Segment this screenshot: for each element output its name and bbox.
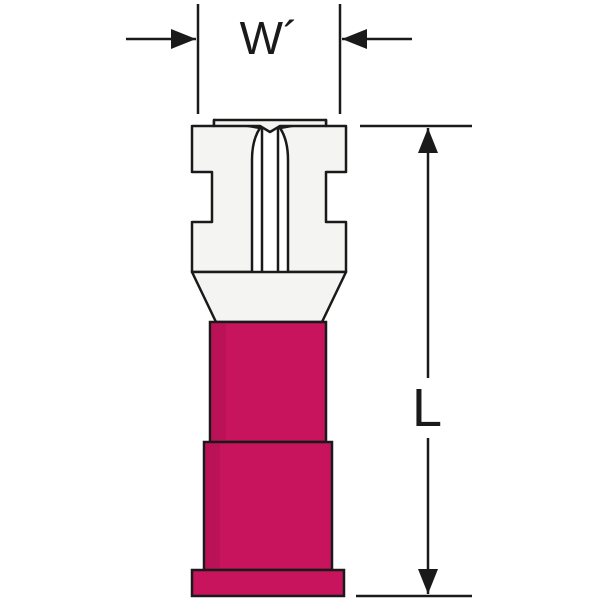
width-dimension: W´ [126, 4, 412, 114]
receptacle-top-bridge [212, 118, 328, 134]
receptacle-left-half [190, 118, 262, 274]
insulation-lower-section [202, 440, 334, 572]
insulation-flange [190, 568, 346, 598]
receptacle-right-half [278, 118, 348, 274]
insulation-shading [206, 324, 226, 568]
metal-receptacle [190, 118, 348, 324]
length-label: L [412, 378, 442, 438]
insulation-sleeve [190, 320, 346, 598]
insulation-upper-section [208, 320, 328, 444]
receptacle-center-slot [260, 128, 280, 272]
length-label-background [410, 378, 446, 438]
length-dimension: L [356, 124, 472, 598]
width-label: W´ [240, 12, 299, 64]
crimp-barrel-funnel [190, 270, 348, 324]
